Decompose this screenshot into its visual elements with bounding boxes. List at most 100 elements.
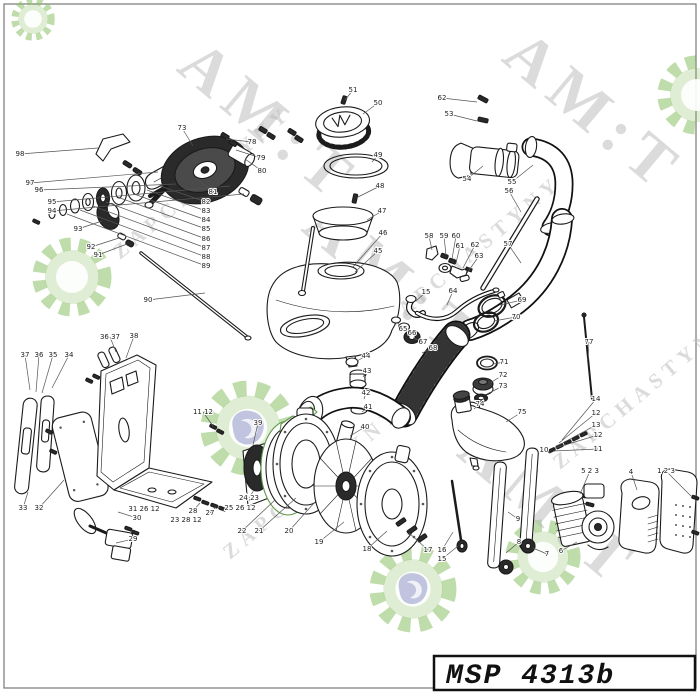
part-number-label: 74 <box>476 400 485 408</box>
leader-line <box>195 177 214 193</box>
leader-line <box>38 183 177 191</box>
part-number-label: 72 <box>499 371 508 379</box>
leader-line <box>486 385 504 395</box>
part-number-label: 11 <box>594 445 603 453</box>
leader-line <box>511 164 534 183</box>
part-number-label: 7 <box>545 550 549 558</box>
part-number-label: 70 <box>512 313 521 321</box>
part-number-label: 19 <box>315 538 324 546</box>
carburetor-parts <box>425 245 473 283</box>
part-number-label: 59 <box>440 232 449 240</box>
leader-line <box>248 489 255 499</box>
part-number-label: 13 <box>592 421 601 429</box>
part-number-label: 77 <box>585 338 594 346</box>
leader-line <box>146 189 207 212</box>
leader-line <box>24 354 31 391</box>
part-number-label: 49 <box>374 151 383 159</box>
leader-line <box>630 471 638 491</box>
leader-line <box>235 149 262 159</box>
leader-line <box>51 354 70 389</box>
part-number-label: 64 <box>449 287 458 295</box>
leader-line <box>489 374 504 384</box>
leader-line <box>462 244 476 269</box>
part-number-label: 10 <box>540 446 549 454</box>
leader-line <box>507 243 522 264</box>
part-number-label: 30 <box>133 514 142 522</box>
leader-line <box>363 392 367 400</box>
leader-line <box>105 201 207 240</box>
backpack-frame <box>14 346 213 509</box>
part-number-label: 44 <box>362 352 371 360</box>
leader-line <box>366 530 388 550</box>
leader-line <box>29 171 159 184</box>
leader-line <box>147 292 206 301</box>
part-number-label: 36 <box>35 351 44 359</box>
part-number-label: 81 <box>209 188 218 196</box>
part-number-label: 38 <box>130 332 139 340</box>
part-number-label: 31 26 12 <box>128 505 159 513</box>
part-number-label: 41 <box>364 403 373 411</box>
leader-line <box>428 235 433 251</box>
part-number-label: 82 <box>202 198 211 206</box>
part-number-label: 80 <box>258 167 267 175</box>
chemical-tank-assembly <box>266 95 401 452</box>
part-number-label: 95 <box>48 198 57 206</box>
part-number-label: 65 <box>399 325 408 333</box>
part-number-label: 5 2 3 <box>581 467 599 475</box>
leader-line <box>117 511 138 519</box>
fuel-tank-assembly <box>450 355 525 471</box>
leader-line <box>421 347 434 354</box>
part-number-label: 69 <box>518 296 527 304</box>
part-number-label: 29 <box>129 535 138 543</box>
leader-line <box>90 237 120 248</box>
part-number-label: 61 <box>456 242 465 250</box>
part-number-label: 50 <box>374 99 383 107</box>
leader-line <box>505 541 520 554</box>
leader-line <box>354 250 379 273</box>
leader-line <box>159 185 207 203</box>
leader-line <box>556 424 597 447</box>
leader-line <box>473 403 481 410</box>
leader-line <box>451 235 457 260</box>
watermark-brand-text: AM:T <box>491 16 698 206</box>
part-number-label: 35 <box>49 351 58 359</box>
leader-line <box>349 426 366 437</box>
part-number-label: 40 <box>361 423 370 431</box>
leader-line <box>77 220 103 230</box>
part-number-label: 86 <box>202 235 211 243</box>
leader-line <box>665 470 692 497</box>
leader-line <box>415 291 427 302</box>
leader-line <box>412 337 424 343</box>
part-number-label: 46 <box>379 229 388 237</box>
part-number-label: 66 <box>408 329 417 337</box>
part-number-label: 63 <box>475 252 484 260</box>
part-number-label: 71 <box>500 358 509 366</box>
leader-line <box>288 501 316 532</box>
part-number-label: 12 <box>592 409 601 417</box>
leader-line <box>443 235 447 256</box>
leader-line <box>79 209 207 258</box>
part-number-label: 89 <box>202 262 211 270</box>
page-border <box>3 3 697 689</box>
part-number-label: 90 <box>144 296 153 304</box>
leader-line <box>371 154 379 163</box>
part-number-label: 58 <box>425 232 434 240</box>
watermark-subtext: ZAPCHASTYNY <box>548 310 700 474</box>
part-number-label: 15 <box>438 555 447 563</box>
leader-line <box>408 532 429 551</box>
product-code: MSP 4313b <box>445 661 615 692</box>
leader-line <box>441 531 454 551</box>
part-number-label: 42 <box>362 389 371 397</box>
part-number-label: 24 23 <box>239 494 259 502</box>
leader-line <box>119 197 207 230</box>
part-number-label: 84 <box>202 216 211 224</box>
part-number-label: 67 <box>419 338 428 346</box>
blower-fan-assembly <box>193 406 428 557</box>
leader-line <box>209 506 217 514</box>
part-number-label: 8 <box>517 538 521 546</box>
part-number-label: 79 <box>257 154 266 162</box>
leader-line <box>552 448 599 452</box>
part-number-label: 75 <box>518 408 527 416</box>
leader-line <box>554 434 599 449</box>
leader-line <box>22 491 29 509</box>
